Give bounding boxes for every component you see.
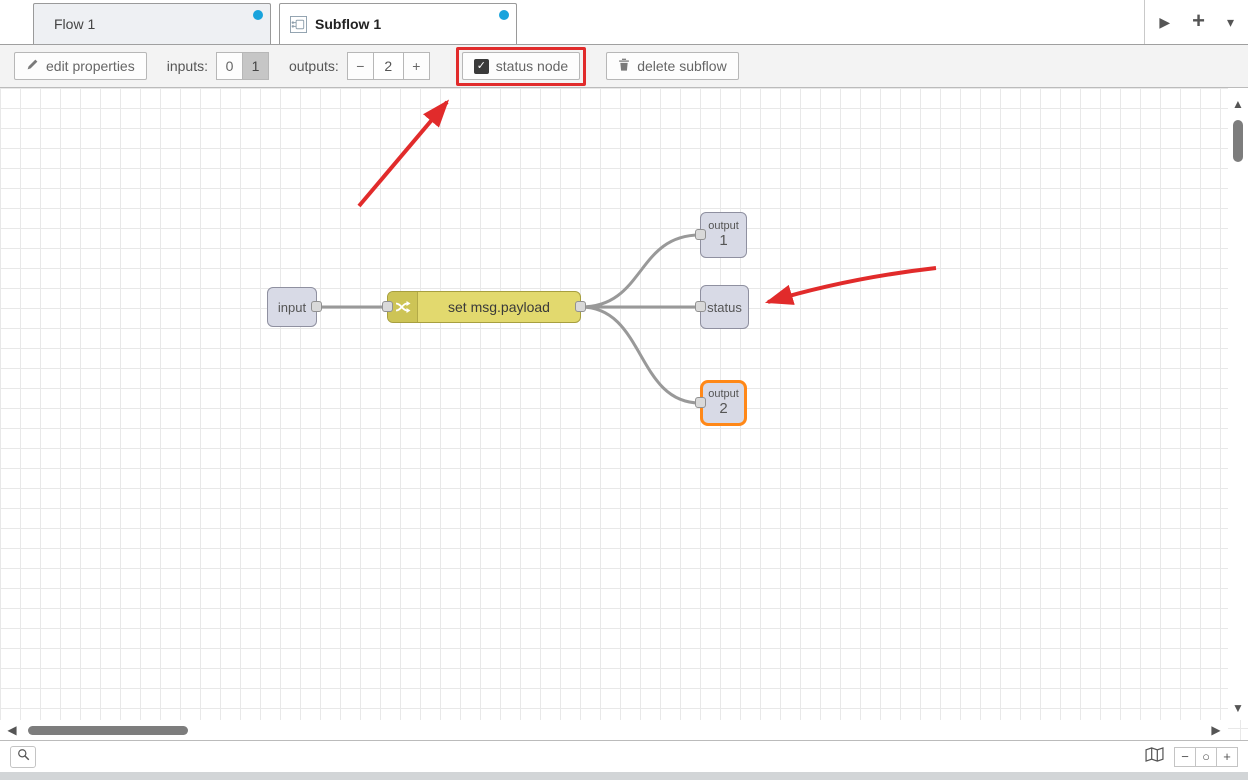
tab-flow-1-label: Flow 1 bbox=[54, 16, 95, 32]
node-subflow-status[interactable]: status bbox=[700, 285, 749, 329]
navigator-button[interactable] bbox=[1141, 747, 1168, 767]
outputs-count-value[interactable]: 2 bbox=[373, 52, 404, 80]
status-node-toggle-button[interactable]: ✓ status node bbox=[462, 52, 580, 80]
tabbar-actions: ▶ + ▾ bbox=[1144, 0, 1248, 44]
wire-change-to-output1 bbox=[581, 235, 700, 307]
inputs-label: inputs: bbox=[167, 58, 208, 74]
search-flows-button[interactable] bbox=[10, 746, 36, 768]
workspace-tabbar: Flow 1 Subflow 1 ▶ + ▾ bbox=[0, 0, 1248, 45]
inputs-toggle: 0 1 bbox=[216, 52, 269, 80]
scroll-up-icon[interactable]: ▲ bbox=[1228, 94, 1248, 114]
zoom-out-button[interactable]: − bbox=[1174, 747, 1196, 767]
horizontal-scrollbar[interactable]: ◀ ▶ bbox=[0, 720, 1228, 740]
input-port[interactable] bbox=[695, 397, 706, 408]
trash-icon bbox=[618, 58, 630, 74]
node-label: set msg.payload bbox=[418, 299, 580, 315]
zoom-button-group: − ○ + bbox=[1174, 747, 1238, 767]
annotation-arrow-to-status-checkbox bbox=[359, 102, 447, 206]
inputs-0-button[interactable]: 0 bbox=[216, 52, 243, 80]
status-node-label: status node bbox=[496, 58, 568, 74]
horizontal-scrollbar-thumb[interactable] bbox=[28, 726, 188, 735]
annotation-arrows-layer bbox=[0, 88, 1248, 740]
scroll-left-icon[interactable]: ◀ bbox=[2, 720, 22, 740]
output-port[interactable] bbox=[575, 301, 586, 312]
search-icon bbox=[17, 748, 30, 766]
status-node-wrapper: ✓ status node bbox=[462, 52, 580, 80]
wire-change-to-output2 bbox=[581, 307, 700, 403]
scroll-right-icon[interactable]: ▶ bbox=[1206, 720, 1226, 740]
annotation-arrow-to-status-node bbox=[768, 268, 936, 302]
tab-list-chevron-icon[interactable]: ▾ bbox=[1227, 15, 1234, 29]
edit-properties-button[interactable]: edit properties bbox=[14, 52, 147, 80]
unsaved-changes-dot bbox=[253, 10, 263, 20]
node-number: 2 bbox=[719, 401, 727, 417]
node-number: 1 bbox=[719, 233, 727, 249]
unsaved-changes-dot bbox=[499, 10, 509, 20]
map-icon bbox=[1145, 747, 1164, 767]
vertical-scrollbar[interactable]: ▲ ▼ bbox=[1228, 88, 1248, 720]
output-port[interactable] bbox=[311, 301, 322, 312]
outputs-increase-button[interactable]: + bbox=[403, 52, 430, 80]
window-bottom-edge bbox=[0, 772, 1248, 780]
node-subflow-input[interactable]: input bbox=[267, 287, 317, 327]
zoom-reset-button[interactable]: ○ bbox=[1195, 747, 1217, 767]
node-label: input bbox=[278, 300, 306, 315]
node-subflow-output-1[interactable]: output 1 bbox=[700, 212, 747, 258]
node-subflow-output-2[interactable]: output 2 bbox=[700, 380, 747, 426]
scroll-tabs-right-icon[interactable]: ▶ bbox=[1159, 15, 1170, 29]
subflow-toolbar: edit properties inputs: 0 1 outputs: − 2… bbox=[0, 45, 1248, 88]
delete-subflow-button[interactable]: delete subflow bbox=[606, 52, 739, 80]
pencil-icon bbox=[26, 58, 39, 74]
input-port[interactable] bbox=[695, 301, 706, 312]
flow-canvas[interactable]: input set msg.payload output 1 status ou… bbox=[0, 88, 1248, 740]
tab-subflow-1-label: Subflow 1 bbox=[315, 16, 381, 32]
add-flow-icon[interactable]: + bbox=[1192, 10, 1205, 32]
wires-layer bbox=[0, 88, 1248, 740]
zoom-controls: − ○ + bbox=[1141, 747, 1238, 767]
status-node-checkbox-icon[interactable]: ✓ bbox=[474, 59, 489, 74]
subflow-icon bbox=[290, 16, 307, 33]
zoom-in-button[interactable]: + bbox=[1216, 747, 1238, 767]
outputs-label: outputs: bbox=[289, 58, 339, 74]
inputs-1-button[interactable]: 1 bbox=[242, 52, 269, 80]
workspace-footer: − ○ + bbox=[0, 740, 1248, 772]
node-label: status bbox=[707, 300, 742, 315]
tab-flow-1[interactable]: Flow 1 bbox=[33, 3, 271, 44]
tab-subflow-1[interactable]: Subflow 1 bbox=[279, 3, 517, 44]
scroll-down-icon[interactable]: ▼ bbox=[1228, 698, 1248, 718]
node-change-set-msg-payload[interactable]: set msg.payload bbox=[387, 291, 581, 323]
input-port[interactable] bbox=[382, 301, 393, 312]
vertical-scrollbar-thumb[interactable] bbox=[1233, 120, 1243, 162]
outputs-stepper: − 2 + bbox=[347, 52, 430, 80]
outputs-decrease-button[interactable]: − bbox=[347, 52, 374, 80]
edit-properties-label: edit properties bbox=[46, 58, 135, 74]
delete-subflow-label: delete subflow bbox=[637, 58, 727, 74]
input-port[interactable] bbox=[695, 229, 706, 240]
